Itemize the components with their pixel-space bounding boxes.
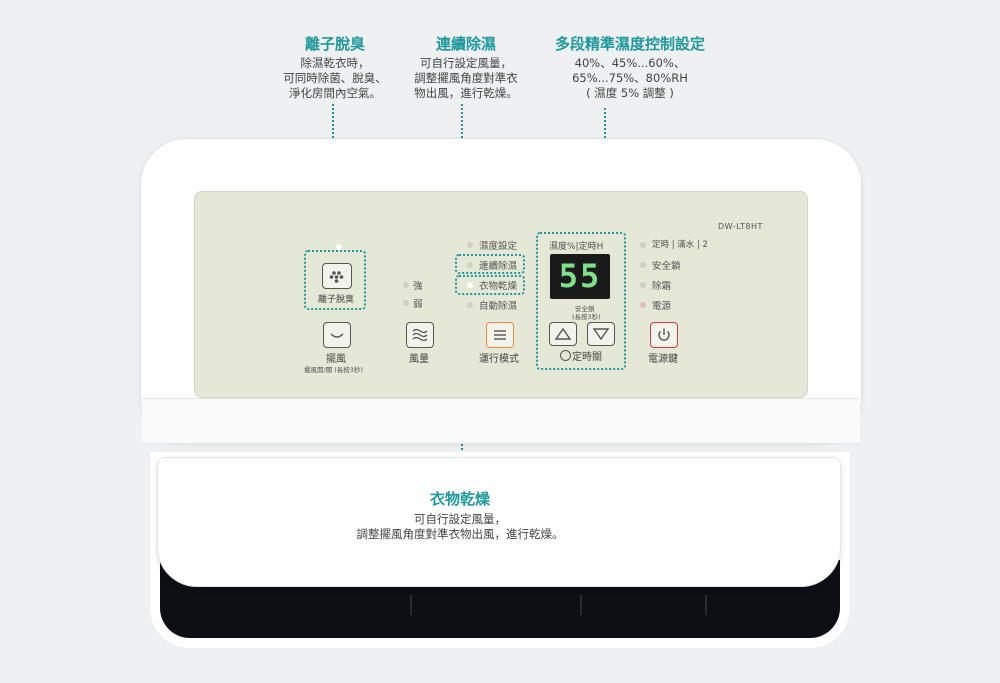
power-icon: [658, 328, 670, 341]
highlight-humidity-control: [536, 232, 626, 370]
callout-continuous-title: 連續除濕: [435, 35, 496, 53]
swing-label: 擺風: [326, 354, 346, 365]
fan-label: 風量: [409, 354, 429, 365]
power-button[interactable]: [650, 322, 678, 348]
highlight-continuous: [455, 254, 525, 274]
timer-label: 定時關: [572, 352, 602, 363]
callout-humidity-desc: 40%、45%...60%、 65%...75%、80%RH ( 濕度 5% 調…: [572, 56, 688, 100]
fan-strong-led: [403, 282, 409, 288]
mode-auto-led: [467, 302, 473, 308]
mode-continuous-label: 連續除濕: [479, 261, 518, 272]
ion-cluster-icon: [329, 271, 344, 283]
power-label: 電源鍵: [648, 354, 678, 365]
status-timer-led: [640, 242, 646, 248]
swing-icon: [330, 333, 344, 338]
callout-deodorize-desc: 除濕乾衣時， 可同時除菌、脫臭、 淨化房間內空氣。: [283, 56, 387, 100]
fan-weak-led: [403, 300, 409, 306]
triangle-down-icon: [592, 328, 610, 341]
humidity-display: 55: [550, 254, 610, 299]
mode-humidity-label: 濕度設定: [479, 241, 518, 252]
humidity-down-button[interactable]: [587, 322, 615, 346]
status-defrost-label: 除霜: [652, 281, 672, 292]
wind-icon: [412, 328, 428, 342]
humidity-up-button[interactable]: [549, 322, 577, 346]
mode-clothes-led: [467, 282, 473, 288]
deodorize-label: 離子脫臭: [317, 295, 354, 305]
vent-slot: [410, 595, 412, 615]
mode-clothes-label: 衣物乾燥: [479, 281, 518, 292]
timer-icon: [560, 350, 571, 361]
model-number: DW-LT8HT: [718, 222, 763, 231]
status-power-led: [640, 302, 646, 308]
callout-deodorize-title: 離子脫臭: [304, 35, 365, 53]
status-power-label: 電源: [652, 301, 672, 312]
deodorize-button[interactable]: [322, 263, 352, 289]
mode-humidity-led: [467, 242, 473, 248]
callout-continuous-desc: 可自行設定風量， 調整擺風角度對準衣 物出風，進行乾燥。: [414, 56, 518, 100]
mode-continuous-led: [467, 262, 473, 268]
fan-weak-label: 弱: [413, 299, 423, 310]
deodorize-led: [336, 244, 342, 250]
mode-label: 運行模式: [479, 354, 519, 365]
swing-sub-label: 擺風開/關 (長按3秒): [304, 366, 363, 374]
mode-button[interactable]: [486, 322, 514, 348]
vent-slot: [705, 595, 707, 615]
display-header: 濕度%|定時H: [549, 242, 604, 252]
status-lock-label: 安全鎖: [652, 261, 681, 272]
menu-icon: [494, 330, 506, 340]
callout-humidity-title: 多段精準濕度控制設定: [554, 35, 705, 53]
mode-auto-label: 自動除濕: [479, 301, 518, 312]
swing-button[interactable]: [323, 322, 351, 348]
status-lock-led: [640, 262, 646, 268]
triangle-up-icon: [554, 327, 572, 340]
status-defrost-led: [640, 282, 646, 288]
callout-clothes-desc: 可自行設定風量， 調整擺風角度對準衣物出風，進行乾燥。: [356, 512, 564, 541]
fan-button[interactable]: [406, 322, 434, 348]
fan-strong-label: 強: [413, 281, 423, 292]
highlight-deodorize: [304, 250, 366, 310]
lock-hint-sub: (長按3秒): [572, 313, 601, 321]
lock-hint: 安全鎖: [575, 305, 595, 313]
vent-slot: [580, 595, 582, 615]
device-band: [142, 398, 860, 444]
callout-clothes-title: 衣物乾燥: [429, 490, 490, 508]
status-timer-label: 定時 | 滿水 | 2: [652, 240, 708, 250]
highlight-clothes: [455, 275, 525, 295]
swing-louver[interactable]: [157, 457, 841, 587]
